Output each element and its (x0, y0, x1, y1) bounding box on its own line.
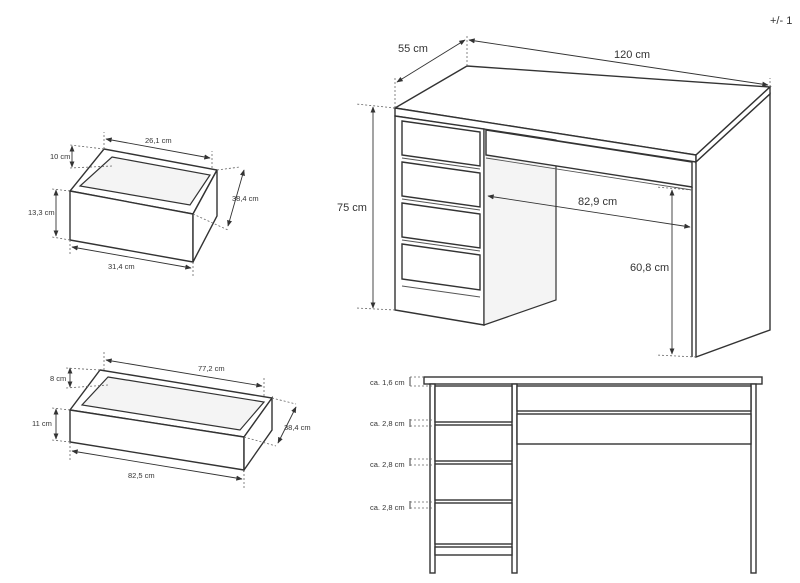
small-drawer-depth-label: 38,4 cm (232, 194, 259, 203)
small-drawer-inside (78, 156, 212, 206)
desk-knee-width-dimension (487, 194, 691, 229)
front-view-gap-top-label: ca. 1,6 cm (370, 378, 405, 387)
small-drawer-outer-width-dimension (71, 245, 192, 270)
desk-isometric-view: 55 cm 120 cm 75 cm 82,9 cm 60,8 cm (337, 34, 772, 359)
front-view-drawer-2 (434, 424, 513, 462)
desk-drawer-2 (401, 161, 481, 208)
small-drawer-view: 26,1 cm 10 cm 13,3 cm 38,4 cm 31,4 cm (28, 132, 259, 276)
wide-drawer-depth-label: 38,4 cm (284, 423, 311, 432)
wide-drawer-side (243, 395, 273, 473)
small-drawer-depth-dimension (227, 169, 245, 227)
front-view-top (423, 376, 763, 385)
small-drawer-inner-height-label: 10 cm (50, 152, 70, 161)
desk-knee-height-label: 60,8 cm (630, 262, 669, 274)
small-drawer-outer-height-label: 13,3 cm (28, 208, 55, 217)
front-view-middle-divider (511, 383, 518, 574)
front-view-drawer-3 (434, 463, 513, 501)
front-view-drawer-4 (434, 502, 513, 545)
desk-drawer-4 (401, 243, 481, 291)
tolerance-label: +/- 1 (770, 15, 792, 27)
small-drawer-side (192, 169, 218, 263)
desk-depth-label: 55 cm (398, 43, 428, 55)
front-view-gap-1-label: ca. 2,8 cm (370, 419, 405, 428)
desk-drawer-3 (401, 202, 481, 249)
front-view-right-leg (750, 383, 757, 574)
wide-drawer-inner-width-label: 77,2 cm (198, 364, 225, 373)
desk-width-dimension (468, 38, 769, 87)
desk-wide-drawer (485, 129, 693, 188)
desk-drawer-1 (401, 120, 481, 167)
front-view-gap-3-label: ca. 2,8 cm (370, 503, 405, 512)
desk-knee-width-label: 82,9 cm (578, 196, 617, 208)
wide-drawer-outer-width-label: 82,5 cm (128, 471, 155, 480)
desk-front-view: ca. 1,6 cm ca. 2,8 cm ca. 2,8 cm ca. 2,8… (370, 376, 763, 574)
front-view-left-leg (429, 383, 436, 574)
desk-height-label: 75 cm (337, 202, 367, 214)
small-drawer-inner-width-label: 26,1 cm (145, 136, 172, 145)
desk-width-label: 120 cm (614, 49, 650, 61)
wide-drawer-inner-width-dimension (105, 358, 263, 388)
wide-drawer-inside (80, 376, 266, 431)
small-drawer-outer-width-label: 31,4 cm (108, 262, 135, 271)
front-view-drawer-1 (434, 385, 513, 423)
front-view-wide-drawer (516, 385, 752, 412)
wide-drawer-view: 77,2 cm 8 cm 11 cm 38,4 cm 82,5 cm (32, 352, 311, 488)
wide-drawer-outer-width-dimension (71, 449, 243, 481)
desk-right-panel (695, 92, 771, 359)
front-view-gap-2-label: ca. 2,8 cm (370, 460, 405, 469)
desk-depth-dimension (396, 39, 466, 83)
wide-drawer-inner-height-label: 8 cm (50, 374, 66, 383)
desk-plinth-line (401, 285, 481, 298)
front-view-wide-drawer-back (516, 413, 752, 445)
wide-drawer-depth-dimension (277, 406, 297, 444)
wide-drawer-outer-height-label: 11 cm (32, 419, 52, 428)
small-drawer-inner-width-dimension (105, 137, 211, 160)
front-view-plinth (434, 546, 513, 556)
